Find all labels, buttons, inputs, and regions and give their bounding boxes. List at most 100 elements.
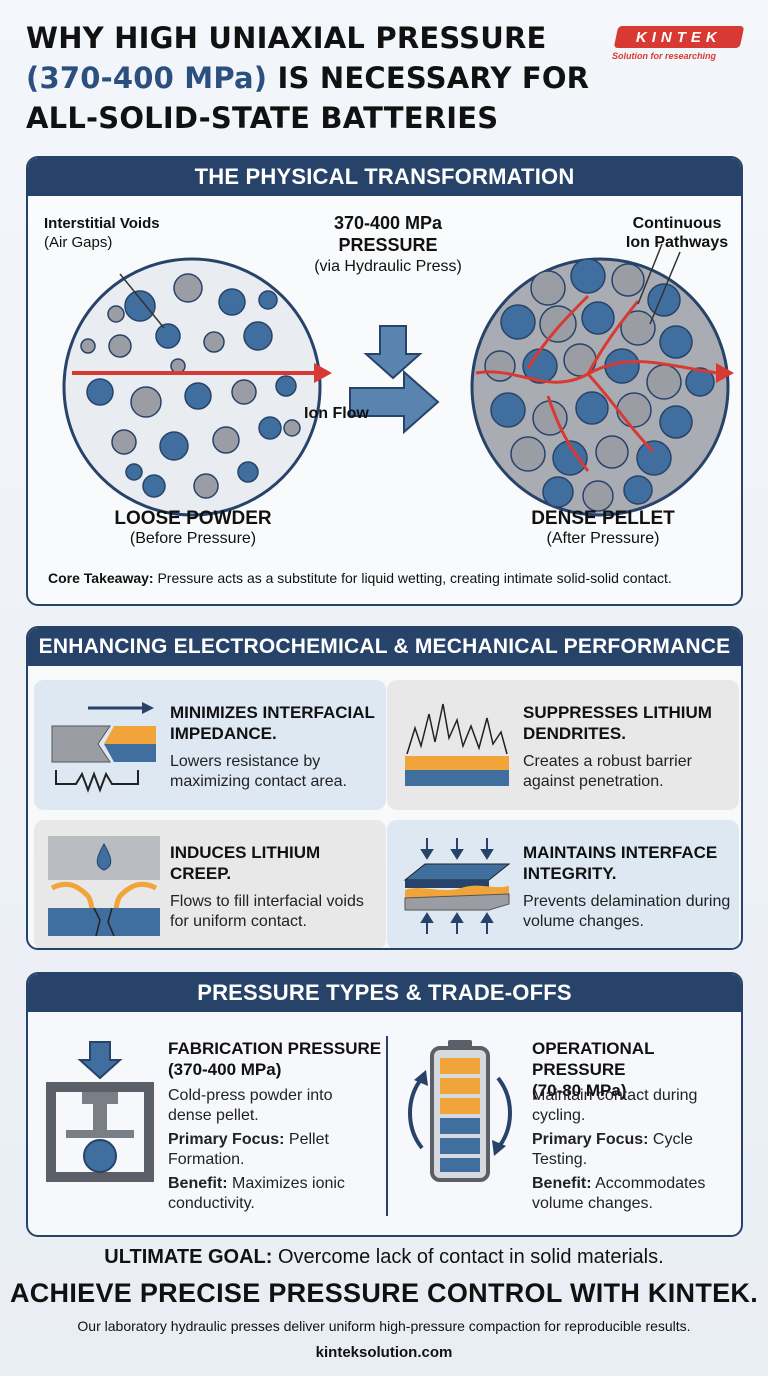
fabrication-desc: Cold-press powder into dense pellet.	[168, 1087, 333, 1124]
focus-text: Pellet Formation.	[168, 1131, 329, 1168]
particle	[258, 290, 278, 310]
card-text: Creates a robust barrier against penetra…	[523, 753, 692, 790]
card-text: Lowers resistance by maximizing contact …	[170, 753, 347, 790]
particle	[111, 429, 137, 455]
particle	[231, 379, 257, 405]
panel-heading: ENHANCING ELECTROCHEMICAL & MECHANICAL P…	[28, 628, 741, 666]
particle	[484, 350, 516, 382]
particle	[124, 290, 156, 322]
card-title: MINIMIZES INTERFACIAL IMPEDANCE.	[170, 703, 375, 743]
logo-text: KINTEK	[636, 28, 722, 46]
creep-icon	[48, 836, 160, 936]
ultimate-goal: ULTIMATE GOAL: Overcome lack of contact …	[0, 1246, 768, 1269]
particle	[570, 258, 606, 294]
operational-details: Maintain contact during cycling. Primary…	[532, 1086, 732, 1214]
title-accent: (370-400 MPa)	[26, 61, 268, 95]
particle	[636, 440, 672, 476]
call-to-action: ACHIEVE PRECISE PRESSURE CONTROL WITH KI…	[9, 1278, 759, 1308]
page-title: WHY HIGH UNIAXIAL PRESSURE (370-400 MPa)…	[26, 18, 626, 138]
website-link[interactable]: kinteksolution.com	[315, 1344, 453, 1361]
kintek-logo[interactable]: KINTEK Solution for researching	[612, 26, 745, 61]
particle	[646, 364, 682, 400]
particle	[237, 461, 259, 483]
loose-sub: (Before Pressure)	[129, 530, 257, 547]
loose-title: LOOSE POWDER	[114, 508, 272, 529]
fabrication-details: Cold-press powder into dense pellet. Pri…	[168, 1086, 368, 1214]
logo-tagline: Solution for researching	[612, 51, 717, 61]
particle	[159, 431, 189, 461]
particle	[620, 310, 656, 346]
voids-label: Interstitial Voids (Air Gaps)	[44, 214, 160, 252]
ion-flow-label: Ion Flow	[304, 405, 369, 422]
benefit-label: Benefit:	[532, 1175, 592, 1192]
particle	[542, 476, 574, 508]
particle	[80, 338, 96, 354]
operational-title-2: (70-80 MPa)	[532, 1081, 627, 1100]
title-line-3: ALL-SOLID-STATE BATTERIES	[26, 101, 499, 135]
particle	[212, 426, 240, 454]
pressure-value: 370-400 MPa	[333, 213, 443, 233]
particle	[107, 305, 125, 323]
particle	[595, 435, 629, 469]
particle	[490, 392, 526, 428]
goal-text: Overcome lack of contact in solid materi…	[272, 1246, 664, 1268]
physical-transformation-panel: THE PHYSICAL TRANSFORMATION	[26, 156, 743, 606]
particle	[575, 391, 609, 425]
title-line-1: WHY HIGH UNIAXIAL PRESSURE	[26, 21, 547, 55]
particle	[500, 304, 536, 340]
footer-description: Our laboratory hydraulic presses deliver…	[77, 1318, 691, 1334]
particle	[125, 463, 143, 481]
card-title: INDUCES LITHIUM CREEP.	[170, 843, 321, 883]
pressure-types-panel: PRESSURE TYPES & TRADE-OFFS FABRICATION …	[26, 972, 743, 1237]
particle	[275, 375, 297, 397]
fabrication-title: FABRICATION PRESSURE (370-400 MPa)	[168, 1038, 381, 1080]
particle	[173, 273, 203, 303]
pressure-method: (via Hydraulic Press)	[314, 258, 462, 275]
operational-title: OPERATIONAL PRESSURE (70-80 MPa)	[532, 1038, 741, 1101]
particle	[283, 419, 301, 437]
logo-badge: KINTEK	[613, 26, 745, 48]
goal-label: ULTIMATE GOAL:	[104, 1246, 273, 1268]
particle	[155, 323, 181, 349]
battery-cycle-icon	[408, 1040, 512, 1182]
title-line-2: (370-400 MPa) IS NECESSARY FOR	[26, 58, 626, 98]
performance-card-impedance: MINIMIZES INTERFACIAL IMPEDANCE. Lowers …	[34, 680, 386, 810]
card-text: Prevents delamination during volume chan…	[523, 893, 731, 930]
voids-label-sub: (Air Gaps)	[44, 234, 113, 251]
dense-pellet-caption: DENSE PELLET (After Pressure)	[498, 508, 708, 548]
particle	[539, 305, 577, 343]
particle	[530, 270, 566, 306]
benefit-label: Benefit:	[168, 1175, 228, 1192]
focus-label: Primary Focus:	[532, 1131, 649, 1148]
particle	[108, 334, 132, 358]
panel-heading: PRESSURE TYPES & TRADE-OFFS	[28, 974, 741, 1012]
particle	[582, 480, 614, 512]
particle	[203, 331, 225, 353]
performance-panel: ENHANCING ELECTROCHEMICAL & MECHANICAL P…	[26, 626, 743, 950]
pressure-label: 370-400 MPa PRESSURE (via Hydraulic Pres…	[298, 212, 478, 278]
pressure-word: PRESSURE	[338, 235, 438, 255]
particle	[170, 358, 186, 374]
takeaway-text: Pressure acts as a substitute for liquid…	[153, 570, 672, 586]
performance-card-dendrites: SUPPRESSES LITHIUM DENDRITES. Creates a …	[387, 680, 739, 810]
operational-desc: Maintain contact during cycling.	[532, 1087, 698, 1124]
particle	[581, 301, 615, 335]
operational-benefit: Benefit: Accommodates volume changes.	[532, 1174, 732, 1214]
particle	[184, 382, 212, 410]
particle	[510, 436, 546, 472]
card-title: MAINTAINS INTERFACE INTEGRITY.	[523, 843, 718, 883]
card-title: SUPPRESSES LITHIUM DENDRITES.	[523, 703, 712, 743]
pathways-label: Continuous Ion Pathways	[612, 214, 741, 252]
particle	[552, 440, 588, 476]
benefit-text: Accommodates volume changes.	[532, 1175, 706, 1212]
panel-heading: THE PHYSICAL TRANSFORMATION	[28, 158, 741, 196]
hydraulic-press-icon	[46, 1041, 154, 1182]
particle	[142, 474, 166, 498]
takeaway-label: Core Takeaway:	[48, 570, 154, 586]
fabrication-title-1: FABRICATION PRESSURE	[168, 1039, 382, 1058]
column-divider	[386, 1036, 388, 1216]
pathways-label-2: Ion Pathways	[625, 234, 729, 251]
fabrication-focus: Primary Focus: Pellet Formation.	[168, 1130, 368, 1170]
focus-text: Cycle Testing.	[532, 1131, 693, 1168]
particle	[616, 392, 652, 428]
